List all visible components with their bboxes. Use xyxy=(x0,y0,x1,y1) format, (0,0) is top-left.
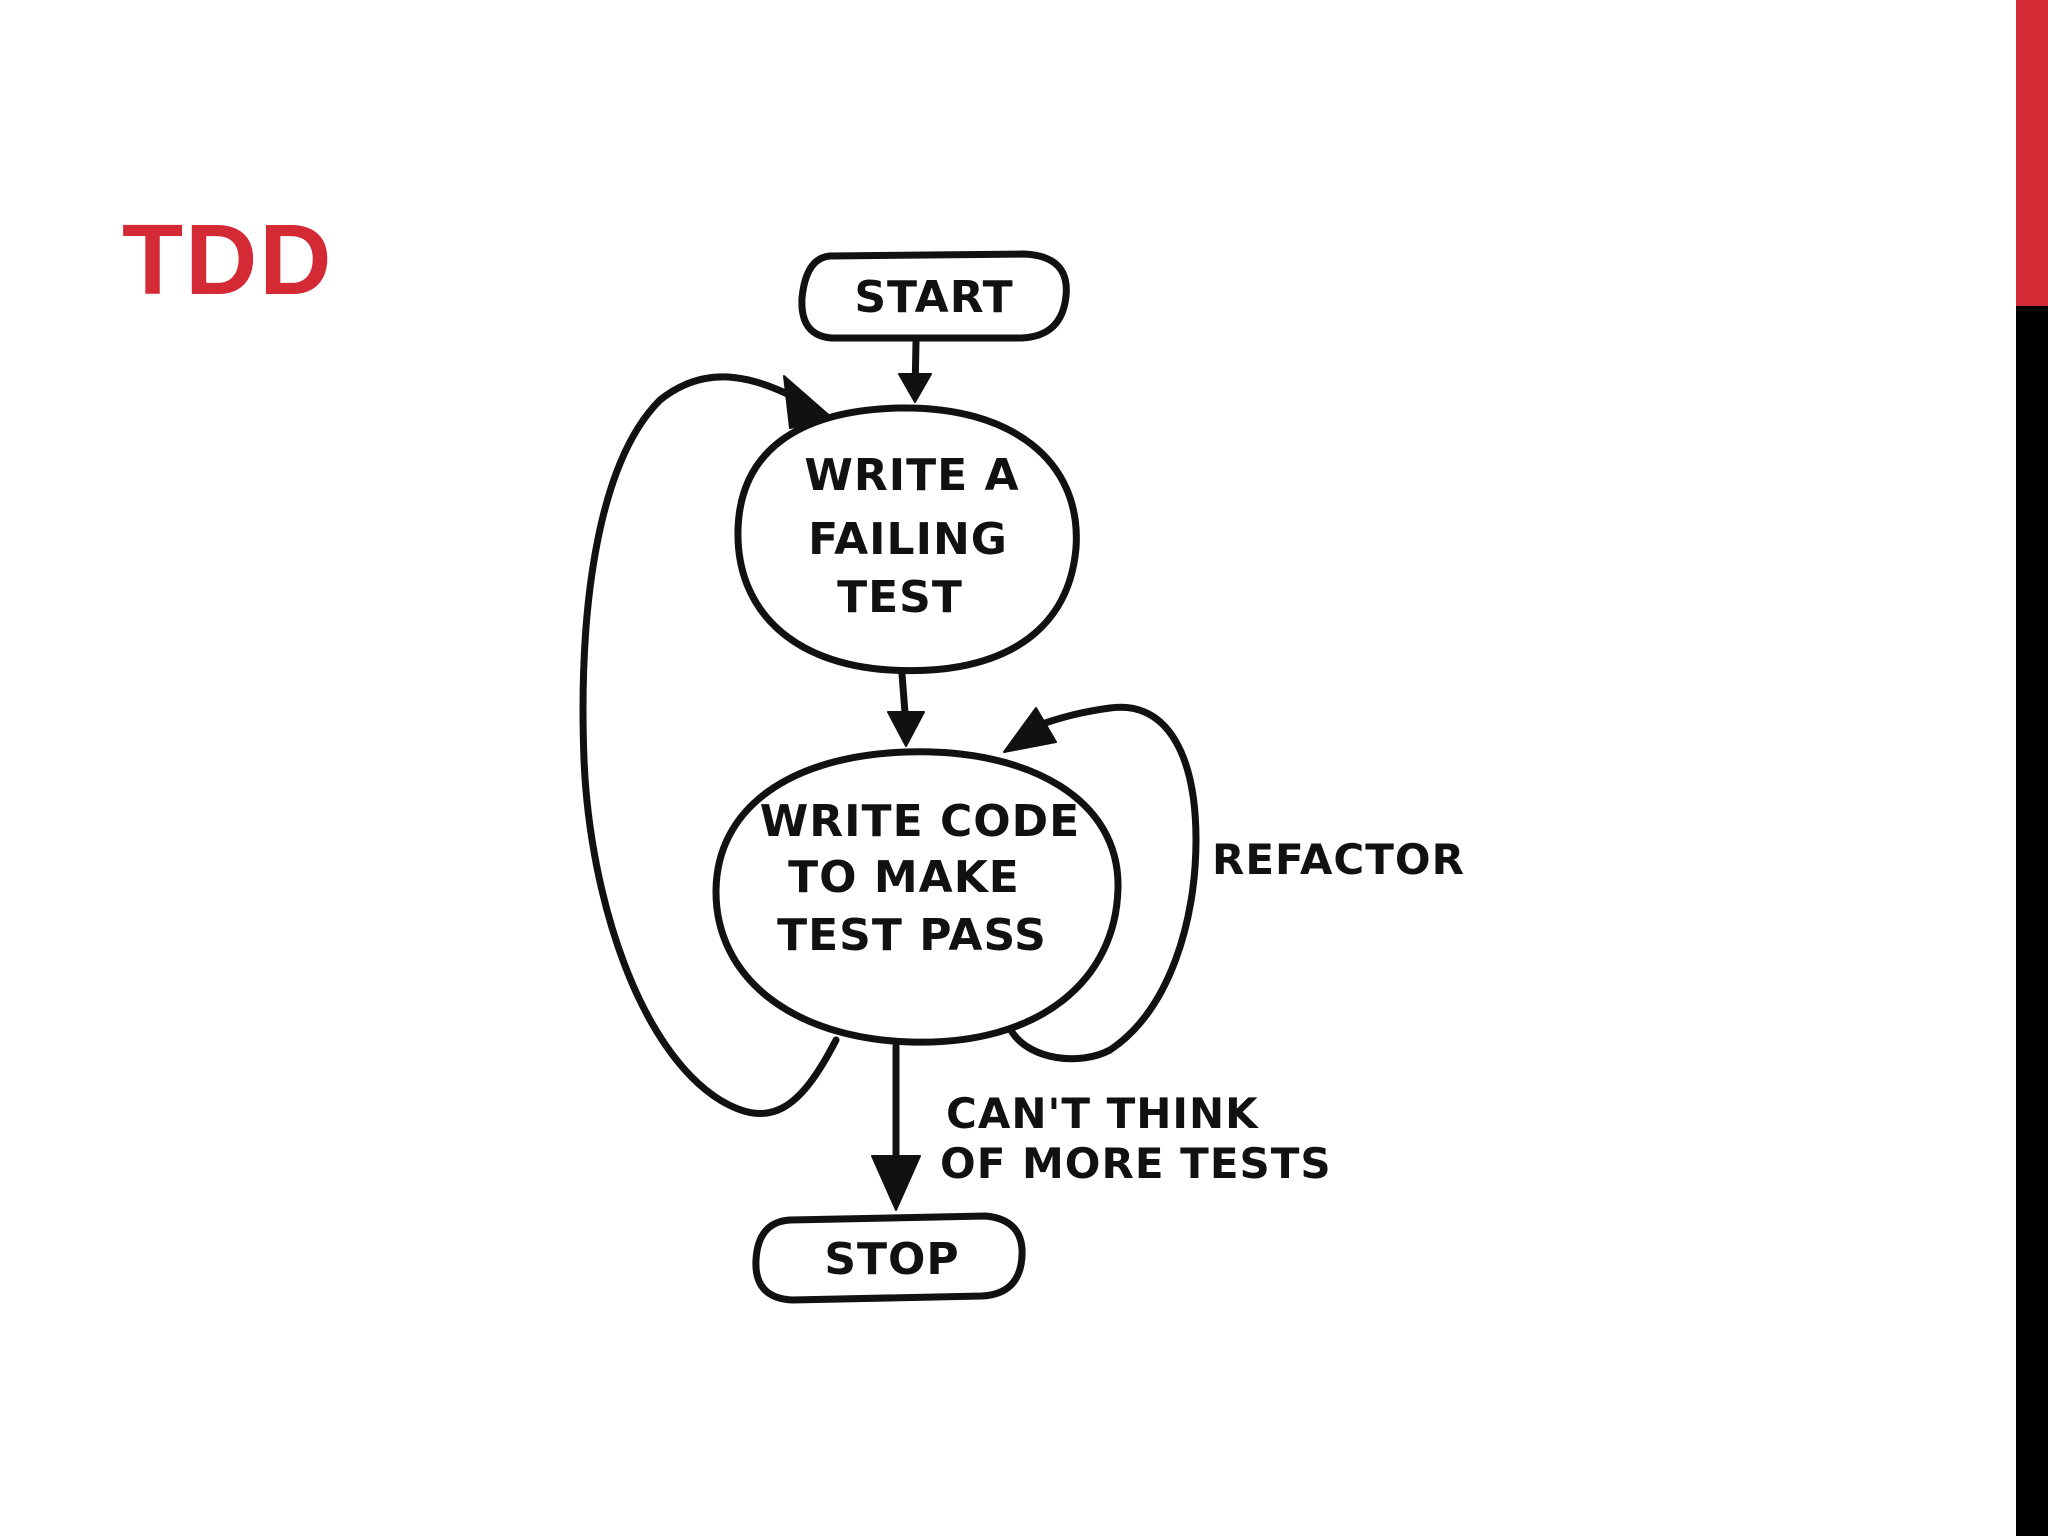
side-accent-bar-red xyxy=(2016,0,2048,306)
loop-arrow-code-to-test xyxy=(579,373,840,1117)
write-test-label-line-2: FAILING xyxy=(808,514,1008,565)
write-failing-test-node: WRITE A FAILING TEST xyxy=(734,404,1080,675)
arrow-start-to-test xyxy=(898,338,932,403)
write-code-node: WRITE CODE TO MAKE TEST PASS xyxy=(712,748,1122,1046)
write-code-label-line-2: TO MAKE xyxy=(788,852,1020,903)
cant-think-label-line-2: OF MORE TESTS xyxy=(940,1139,1332,1188)
side-accent-bar-black xyxy=(2016,306,2048,1536)
write-test-label-line-1: WRITE A xyxy=(804,450,1019,501)
arrow-test-to-code xyxy=(887,670,925,747)
arrow-code-to-stop xyxy=(871,1042,921,1211)
stop-label: STOP xyxy=(824,1234,959,1285)
loop-arrow-refactor xyxy=(1003,703,1200,1063)
start-node: START xyxy=(798,250,1070,342)
write-code-label-line-1: WRITE CODE xyxy=(760,796,1080,847)
stop-node: STOP xyxy=(752,1212,1026,1304)
start-label: START xyxy=(854,272,1013,323)
refactor-label: REFACTOR xyxy=(1212,835,1465,884)
slide-title: TDD xyxy=(122,204,334,316)
write-code-label-line-3: TEST PASS xyxy=(777,910,1047,961)
write-test-label-line-3: TEST xyxy=(837,572,963,623)
cant-think-label-line-1: CAN'T THINK xyxy=(946,1089,1259,1138)
